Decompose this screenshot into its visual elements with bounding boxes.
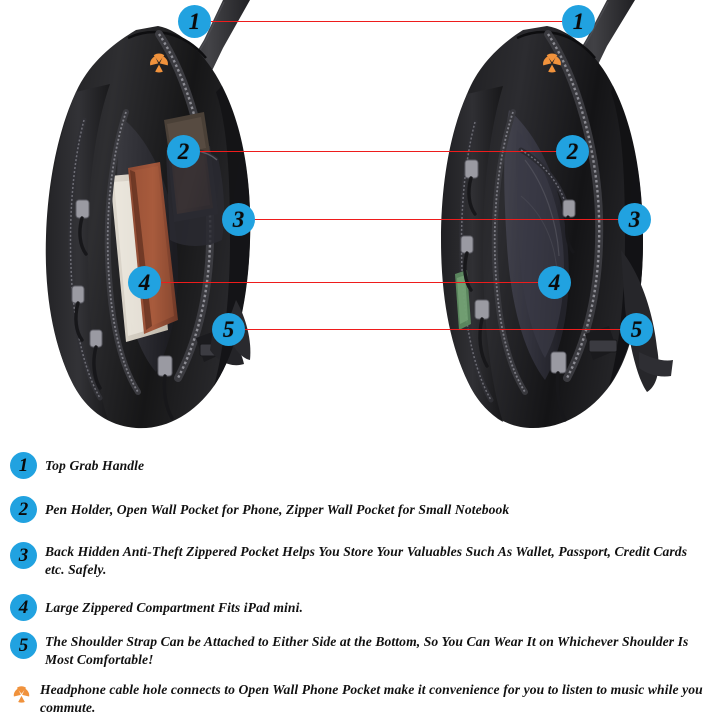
callout-marker-left-5[interactable]: 5 [212,313,245,346]
callout-marker-left-3[interactable]: 3 [222,203,255,236]
callout-marker-right-4[interactable]: 4 [538,266,571,299]
callout-line-1 [205,21,577,22]
feature-legend: 1 Top Grab Handle 2 Pen Holder, Open Wal… [0,432,720,720]
callout-line-3 [249,219,633,220]
callout-line-4 [155,282,553,283]
callout-marker-right-2[interactable]: 2 [556,135,589,168]
legend-item-6: Headphone cable hole connects to Open Wa… [10,680,716,717]
callout-line-2 [194,151,571,152]
legend-badge-1: 1 [10,452,37,479]
legend-item-1: 1 Top Grab Handle [10,452,700,479]
callout-marker-right-3[interactable]: 3 [618,203,651,236]
legend-text-1: Top Grab Handle [45,458,145,473]
callout-line-5 [239,329,635,330]
headphone-cable-hole-icon [148,52,170,79]
legend-item-3: 3 Back Hidden Anti-Theft Zippered Pocket… [10,542,700,579]
legend-item-2: 2 Pen Holder, Open Wall Pocket for Phone… [10,496,700,523]
legend-item-5: 5 The Shoulder Strap Can be Attached to … [10,632,710,669]
product-image-right [425,0,720,432]
headphone-cable-hole-icon [10,682,32,706]
legend-badge-5: 5 [10,632,37,659]
legend-badge-4: 4 [10,594,37,621]
callout-marker-left-4[interactable]: 4 [128,266,161,299]
callout-marker-right-1[interactable]: 1 [562,5,595,38]
headphone-cable-hole-icon [541,52,563,79]
legend-badge-2: 2 [10,496,37,523]
product-image-stage: 1 2 3 4 5 1 2 3 4 5 [18,0,720,432]
callout-marker-right-5[interactable]: 5 [620,313,653,346]
legend-badge-3: 3 [10,542,37,569]
legend-text-3: Back Hidden Anti-Theft Zippered Pocket H… [45,544,688,578]
callout-marker-left-1[interactable]: 1 [178,5,211,38]
legend-text-4: Large Zippered Compartment Fits iPad min… [45,600,303,615]
legend-item-4: 4 Large Zippered Compartment Fits iPad m… [10,594,700,621]
legend-text-6: Headphone cable hole connects to Open Wa… [40,682,703,716]
legend-text-2: Pen Holder, Open Wall Pocket for Phone, … [45,502,510,517]
product-image-left [18,0,328,432]
legend-text-5: The Shoulder Strap Can be Attached to Ei… [45,634,689,668]
callout-marker-left-2[interactable]: 2 [167,135,200,168]
